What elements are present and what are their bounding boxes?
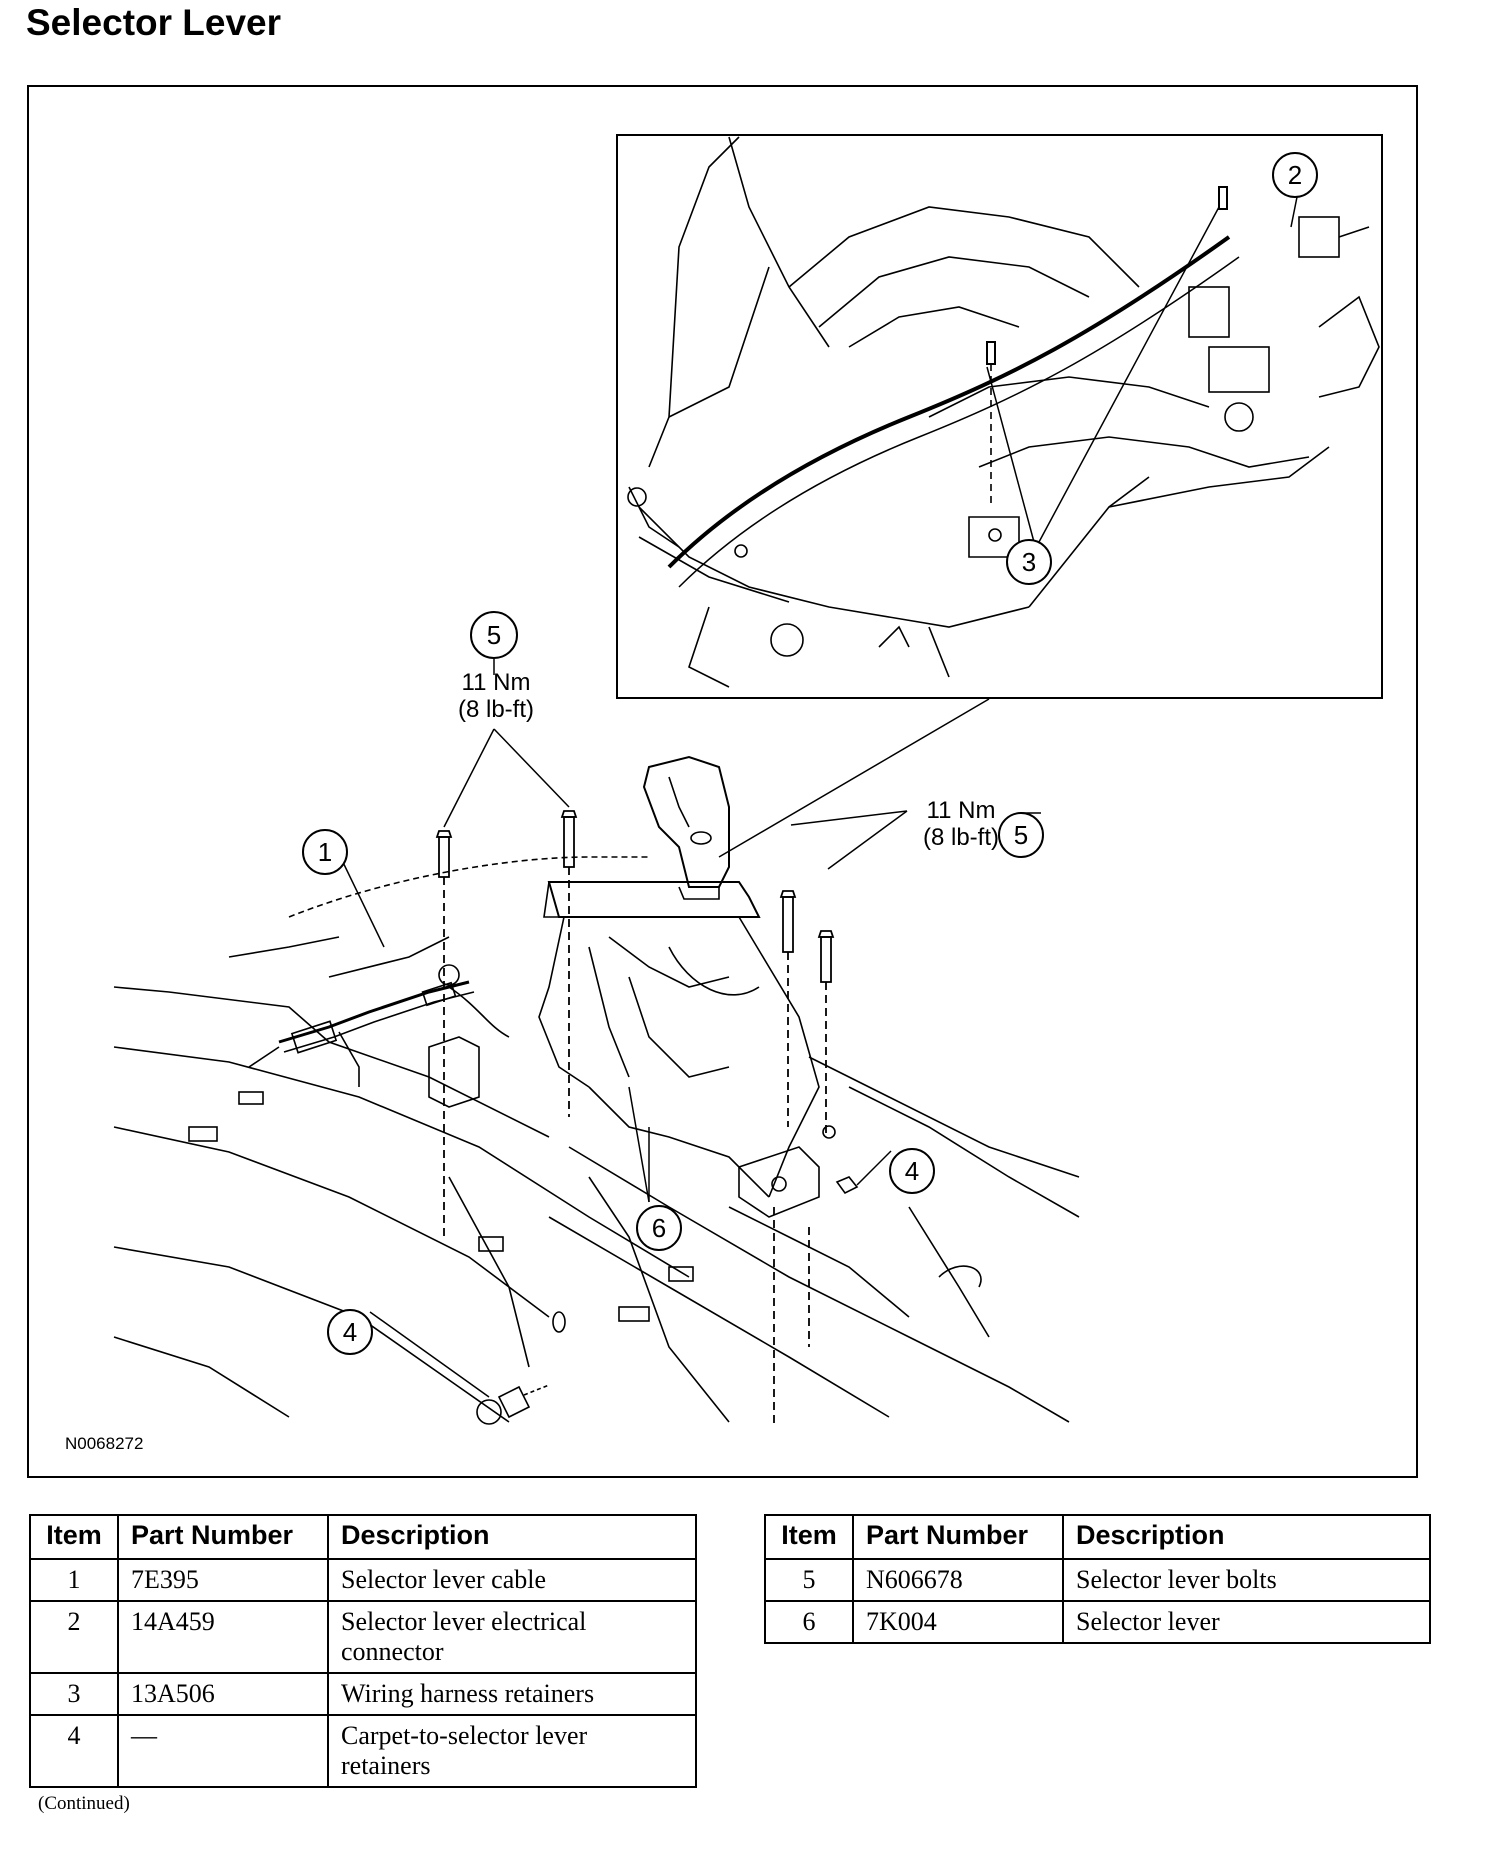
callout-3-label: 3 — [1022, 547, 1036, 577]
table-row: 4 — Carpet-to-selector lever retainers — [29, 1714, 697, 1788]
callout-4-lower — [327, 1309, 373, 1355]
torque-upper-lbft: (8 lb-ft) — [458, 696, 534, 723]
table-row: 5 N606678 Selector lever bolts — [764, 1558, 1431, 1602]
parts-table-right: Item Part Number Description 5 N606678 S… — [764, 1514, 1431, 1644]
header-part-number: Part Number — [117, 1514, 329, 1560]
table-header-row: Item Part Number Description — [29, 1514, 697, 1560]
callout-1-label: 1 — [318, 837, 332, 867]
cell-description: Selector lever bolts — [1062, 1558, 1431, 1602]
cell-part-number: 14A459 — [117, 1600, 329, 1674]
figure-code: N0068272 — [65, 1434, 144, 1453]
cell-part-number: 13A506 — [117, 1672, 329, 1716]
callout-4-lower-label: 4 — [343, 1317, 357, 1347]
cell-description: Selector lever — [1062, 1600, 1431, 1644]
callout-5-upper — [470, 611, 518, 659]
selector-lever-assembly-drawing — [113, 755, 1080, 1427]
callout-6-label: 6 — [652, 1213, 666, 1243]
table-row: 6 7K004 Selector lever — [764, 1600, 1431, 1644]
cell-part-number: — — [117, 1714, 329, 1788]
header-part-number: Part Number — [852, 1514, 1064, 1560]
inset-detail-drawing — [627, 136, 1380, 688]
callout-2 — [1272, 152, 1318, 198]
parts-table-left: Item Part Number Description 1 7E395 Sel… — [29, 1514, 697, 1788]
cell-part-number: 7K004 — [852, 1600, 1064, 1644]
table-row: 1 7E395 Selector lever cable — [29, 1558, 697, 1602]
cell-description: Selector lever cable — [327, 1558, 697, 1602]
inset-detail-frame — [616, 134, 1383, 699]
callout-4-right-label: 4 — [905, 1156, 919, 1186]
table-header-row: Item Part Number Description — [764, 1514, 1431, 1560]
callout-1 — [302, 829, 348, 875]
exploded-view-figure: 5 5 1 2 3 4 4 6 11 Nm (8 lb-ft) 11 Nm (8… — [27, 85, 1418, 1478]
cell-item: 3 — [29, 1672, 119, 1716]
callout-2-label: 2 — [1288, 160, 1302, 190]
cell-item: 6 — [764, 1600, 854, 1644]
cell-description: Carpet-to-selector lever retainers — [327, 1714, 697, 1788]
torque-right-lbft: (8 lb-ft) — [923, 824, 999, 851]
header-item: Item — [29, 1514, 119, 1560]
cell-part-number: 7E395 — [117, 1558, 329, 1602]
cell-item: 2 — [29, 1600, 119, 1674]
cell-description: Wiring harness retainers — [327, 1672, 697, 1716]
torque-right-nm: 11 Nm — [927, 797, 996, 824]
table-row: 2 14A459 Selector lever electrical conne… — [29, 1600, 697, 1674]
cell-item: 5 — [764, 1558, 854, 1602]
table-row: 3 13A506 Wiring harness retainers — [29, 1672, 697, 1716]
torque-upper-nm: 11 Nm — [462, 669, 531, 696]
continued-note: (Continued) — [38, 1793, 130, 1814]
cell-part-number: N606678 — [852, 1558, 1064, 1602]
callout-5-upper-label: 5 — [487, 620, 501, 650]
cell-description: Selector lever electrical connector — [327, 1600, 697, 1674]
header-description: Description — [1062, 1514, 1431, 1560]
callout-3 — [1006, 539, 1052, 585]
cell-item: 1 — [29, 1558, 119, 1602]
callout-4-right — [889, 1148, 935, 1194]
page-title: Selector Lever — [26, 2, 282, 43]
header-description: Description — [327, 1514, 697, 1560]
cell-item: 4 — [29, 1714, 119, 1788]
header-item: Item — [764, 1514, 854, 1560]
callout-5-right-label: 5 — [1014, 820, 1028, 850]
callout-6 — [636, 1205, 682, 1251]
exploded-view-drawing: 5 5 1 2 3 4 4 6 11 Nm (8 lb-ft) 11 Nm (8… — [113, 134, 1383, 1427]
callout-5-right — [998, 812, 1044, 858]
